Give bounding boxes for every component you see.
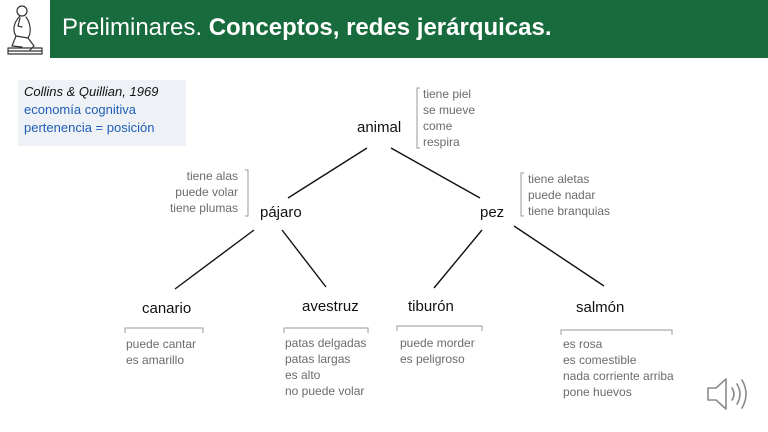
- prop-pez-1: tiene aletas: [528, 172, 590, 186]
- speaker-icon[interactable]: [704, 374, 752, 414]
- slide-header: Preliminares. Conceptos, redes jerárquic…: [0, 0, 768, 58]
- prop-pez-3: tiene branquias: [528, 204, 611, 218]
- node-avestruz: avestruz: [302, 298, 359, 315]
- prop-pajaro-1: tiene alas: [186, 169, 238, 183]
- prop-canario-1: puede cantar: [126, 337, 197, 351]
- edge-pez-tiburon: [433, 229, 483, 289]
- reference-line-2: pertenencia = posición: [24, 120, 155, 135]
- node-animal: animal: [357, 119, 402, 136]
- prop-tiburon-1: puede morder: [400, 336, 475, 350]
- edge-animal-pez: [390, 147, 481, 199]
- prop-avestruz-3: es alto: [285, 368, 321, 382]
- prop-avestruz-2: patas largas: [285, 352, 351, 366]
- bracket-canario: [124, 327, 204, 333]
- bracket-animal: [416, 87, 420, 149]
- edge-animal-pajaro: [287, 147, 368, 199]
- props-salmon: es rosa es comestible nada corriente arr…: [563, 336, 674, 400]
- edge-pez-salmon: [513, 225, 605, 287]
- bracket-pez: [520, 172, 524, 217]
- prop-salmon-1: es rosa: [563, 337, 603, 351]
- node-salmon: salmón: [576, 299, 625, 316]
- props-avestruz: patas delgadas patas largas es alto no p…: [285, 335, 366, 399]
- reference-box: Collins & Quillian, 1969 economía cognit…: [18, 80, 186, 146]
- props-tiburon: puede morder es peligroso: [400, 335, 475, 367]
- prop-salmon-2: es comestible: [563, 353, 637, 367]
- props-pajaro: tiene alas puede volar tiene plumas: [150, 168, 238, 216]
- bracket-avestruz: [283, 327, 369, 333]
- node-pajaro: pájaro: [260, 204, 302, 221]
- prop-animal-2: se mueve: [423, 103, 476, 117]
- props-animal: tiene piel se mueve come respira: [423, 86, 475, 150]
- thinker-statue-icon: [7, 5, 43, 55]
- prop-animal-3: come: [423, 119, 453, 133]
- title-bold: Conceptos, redes jerárquicas.: [208, 14, 552, 41]
- bracket-salmon: [560, 329, 673, 335]
- bracket-pajaro: [245, 169, 249, 217]
- prop-pajaro-2: puede volar: [175, 185, 238, 199]
- reference-line-1: economía cognitiva: [24, 102, 137, 117]
- logo: [0, 0, 50, 58]
- edge-pajaro-avestruz: [281, 229, 327, 288]
- prop-salmon-4: pone huevos: [563, 385, 632, 399]
- title-light: Preliminares.: [62, 14, 203, 41]
- node-pez: pez: [480, 204, 505, 221]
- slide-title: Preliminares. Conceptos, redes jerárquic…: [62, 14, 552, 42]
- edge-pajaro-canario: [174, 229, 255, 290]
- prop-canario-2: es amarillo: [126, 353, 185, 367]
- prop-avestruz-4: no puede volar: [285, 384, 365, 398]
- prop-tiburon-2: es peligroso: [400, 352, 465, 366]
- reference-author: Collins & Quillian, 1969: [24, 84, 159, 99]
- props-canario: puede cantar es amarillo: [126, 336, 196, 368]
- bracket-tiburon: [396, 325, 483, 331]
- prop-pajaro-3: tiene plumas: [169, 201, 238, 215]
- prop-pez-2: puede nadar: [528, 188, 596, 202]
- prop-avestruz-1: patas delgadas: [285, 336, 367, 350]
- node-tiburon: tiburón: [408, 298, 454, 315]
- prop-salmon-3: nada corriente arriba: [563, 369, 674, 383]
- props-pez: tiene aletas puede nadar tiene branquias: [528, 171, 610, 219]
- prop-animal-4: respira: [423, 135, 460, 149]
- node-canario: canario: [142, 300, 192, 317]
- prop-animal-1: tiene piel: [423, 87, 472, 101]
